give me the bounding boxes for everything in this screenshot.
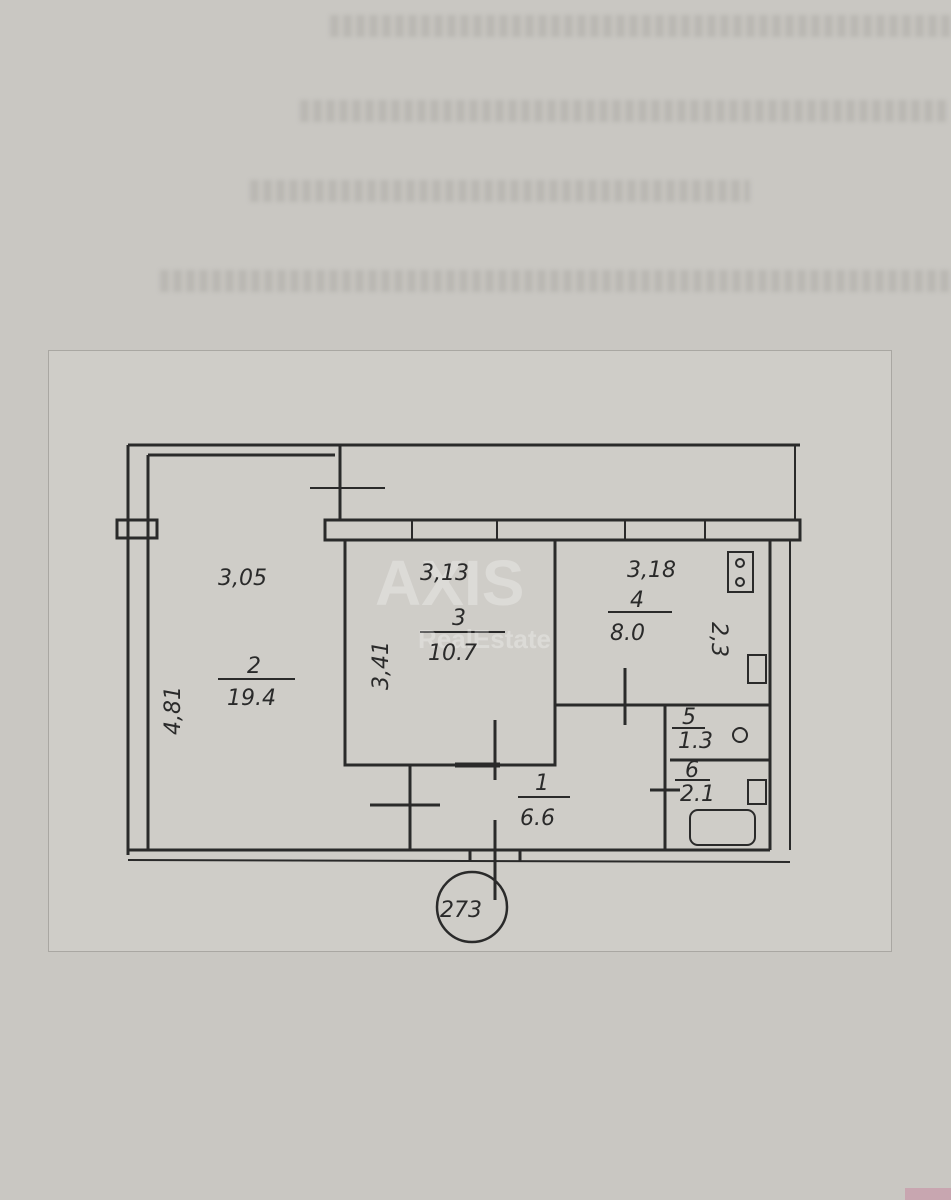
room2-area: 19.4 <box>227 686 276 711</box>
room2-length: 4,81 <box>161 686 186 735</box>
page-corner <box>905 1188 951 1200</box>
room6-number: 6 <box>685 758 699 783</box>
room6-area: 2.1 <box>680 782 715 807</box>
room1-number: 1 <box>535 771 549 796</box>
text-line <box>300 100 950 122</box>
kitchen-length: 2,3 <box>706 622 731 657</box>
walls <box>115 443 802 944</box>
text-line <box>330 15 950 37</box>
text-line <box>250 180 750 202</box>
room5-area: 1.3 <box>678 729 713 754</box>
watermark-brand: AXIS <box>375 547 524 619</box>
room4-number: 4 <box>630 588 644 613</box>
room5-number: 5 <box>682 705 696 730</box>
room3-length: 3,41 <box>369 641 394 690</box>
room1-area: 6.6 <box>520 806 555 831</box>
room3-width: 3,13 <box>420 561 469 586</box>
room3-number: 3 <box>452 606 466 631</box>
watermark-tagline: RealEstate <box>418 624 551 654</box>
room4-area: 8.0 <box>610 621 645 646</box>
room2-number: 2 <box>247 654 261 679</box>
room3-area: 10.7 <box>428 641 477 666</box>
sheet-number: 273 <box>440 898 482 923</box>
room2-width: 3,05 <box>218 566 267 591</box>
kitchen-width: 3,18 <box>627 558 676 583</box>
text-line <box>160 270 950 292</box>
